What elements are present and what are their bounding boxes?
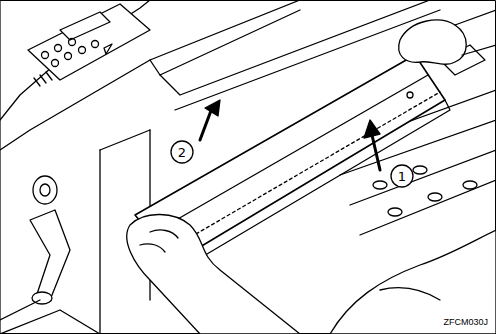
- callout-number: 2: [178, 146, 186, 159]
- figure-code: ZFCM030J: [443, 318, 488, 327]
- callout-number: 1: [398, 170, 406, 183]
